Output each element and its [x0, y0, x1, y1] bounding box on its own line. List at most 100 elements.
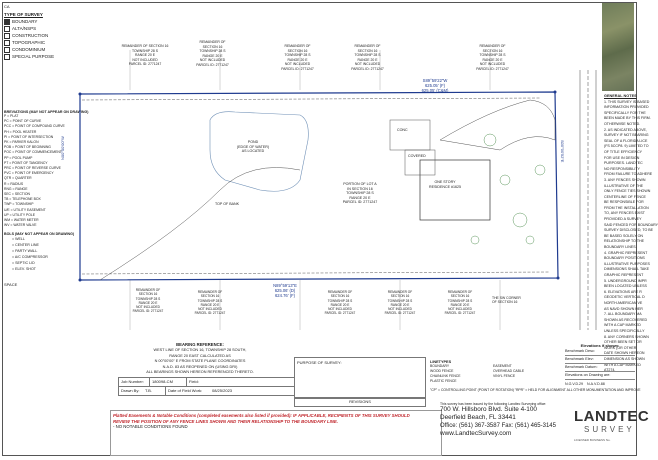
bearing-reference: BEARING REFERENCE: WEST LINE OF SECTION … [130, 342, 270, 376]
note-line: SPECIFICALLY FOR THE [604, 110, 646, 115]
abbreviation-item: PVC = POINT OF EMERGENCY [4, 171, 54, 176]
note-line: 3. ANY FENCES SHOWN [604, 177, 646, 182]
note-line: BEEN MADE BY THIS FIRM. [604, 116, 651, 121]
note-line: BE RESPONSIBLE FOR [604, 200, 644, 205]
note-line: BOUNDARY LINES. [604, 245, 637, 250]
house-label: ONE STORY RESIDENCE #1625 [429, 180, 461, 189]
linetype-item: OVERHEAD CABLE [493, 369, 525, 373]
field-label: Field: [186, 378, 294, 386]
note-line: BOUNDARY POSITIONS [604, 256, 645, 261]
abbreviations-panel: BREVIATIONS (MAY NOT APPEAR ON DRAWING) … [4, 110, 88, 228]
date-label: Date of Field Work: [165, 387, 210, 395]
note-line: OTHER BEEN SET OR [604, 340, 642, 345]
survey-type-label: CONSTRUCTION [12, 33, 49, 38]
note-line: 2. AS INDICATED ABOVE, [604, 127, 647, 132]
note-line: 1. THIS SURVEY IS BASED [604, 99, 650, 104]
note-line: DIMENSIONS SHALL TAKE [604, 267, 650, 272]
job-number-label: Job Number: [121, 379, 144, 384]
abbreviation-item: WM = WATER METER [4, 218, 39, 223]
abbreviation-item: POB = POINT OF BEGINNING [4, 145, 51, 150]
note-line: FROM FAILURE TO ADHERE [604, 172, 653, 177]
conc-label: CONC [397, 128, 408, 132]
company-logo: LANDTEC SURVEY LICENSED BUSINESS No. [574, 408, 649, 452]
survey-type-row: TOPOGRAPHIC [4, 39, 70, 46]
elevation-row: Benchmark Datum: [565, 364, 635, 372]
sw-corner-label: THE SW CORNER OF SECTION 16 [492, 296, 521, 305]
pond-outline [209, 111, 309, 192]
note-line: BE BASED SOLELY ON [604, 233, 644, 238]
linetype-heading: LINETYPES [430, 360, 452, 364]
datum-navd: N.A.V.D.88 [587, 382, 605, 386]
note-line: AT274. [604, 368, 616, 373]
revisions-label: REVISIONS [349, 399, 371, 404]
note-line: NO RESPONSIBILITY [604, 166, 640, 171]
bearing-reference-line: N 00°00'00" E FROM STATE PLANE COORDINAT… [154, 359, 246, 363]
elevation-rows: Benchmark Desc:Benchmark Elev:Benchmark … [565, 348, 635, 380]
east-line-bearing: S00°00'52"E [560, 140, 565, 163]
linetype-item: BOUNDARY [430, 364, 450, 368]
west-line-bearing: N00°00'00"W [60, 136, 65, 160]
abbreviation-item: PC = POINT OF CURVE [4, 119, 42, 124]
elevation-row: Benchmark Elev: [565, 356, 635, 364]
top-bearing: S89°59'22"W 625.05' (F) 625.05' (C&M) [421, 78, 449, 93]
survey-type-row: SPECIAL PURPOSE [4, 53, 70, 60]
note-line: OF TITLE EFFICIENCY [604, 149, 643, 154]
company-address-2: Deerfield Beach, FL 33441 [440, 414, 516, 421]
abbreviation-item: R = RADIUS [4, 181, 24, 186]
note-line: UNLESS SPECIFICALLY [604, 328, 645, 333]
neighbor-lines [129, 50, 501, 330]
elevation-row: Benchmark Desc: [565, 348, 635, 356]
date-value: 08/25/2023 [212, 388, 233, 393]
abbreviation-item: PI = POINT OF INTERSECTION [4, 134, 54, 139]
abbreviation-item: WV = WATER VALVE [4, 223, 37, 228]
top-of-bank-line [99, 167, 301, 281]
datum-options: N.G.V.D.29 N.A.V.D.88 [565, 382, 635, 386]
fence-line-bottom [81, 271, 551, 275]
neighbor-label-5: REMAINDER OF SECTION 16 TOWNSHIP 28 S RA… [476, 44, 509, 71]
general-notes-heading: GENERAL NOTES [604, 94, 637, 98]
note-line: WITH A CAP MARKED [604, 323, 641, 328]
easements-title: Platted Easements & Notable Conditions (… [113, 413, 410, 418]
checkbox-icon [4, 46, 10, 53]
abbreviation-item: POC = POINT OF COMMENCEMENT [4, 150, 62, 155]
driveway [439, 99, 556, 151]
company-website[interactable]: www.LandtecSurvey.com [440, 430, 512, 437]
symbol-item: = WELL [12, 237, 25, 241]
aerial-thumbnail [602, 3, 634, 91]
pond-label: POND (EDGE OF WATER) AS LOCATED [236, 140, 270, 153]
drawn-by: T.B. [145, 388, 152, 393]
bearing-reference-line: WEST LINE OF SECTION 16, TOWNSHIP 28 SOU… [153, 348, 247, 352]
neighbor-label-4: REMAINDER OF SECTION 16 TOWNSHIP 28 S RA… [351, 44, 384, 71]
note-line: WITH A CAP MARKED [604, 362, 641, 367]
note-line: SURVEY DISCLOSED, TO BE [604, 228, 654, 233]
symbol-item: = ELEV. SHOT [12, 267, 36, 271]
abbreviation-item: U/E = UTILITY EASEMENT [4, 207, 46, 212]
bottom-bearing: N89°59'13"E 625.06' (D) 624.76' (F) [273, 283, 297, 298]
note-line: INFORMATION PROVIDED [604, 105, 649, 110]
abbreviation-item: TB = TELEPHONE BOX [4, 197, 41, 202]
bearing-reference-line: ALL BEARINGS SHOWN HEREON REFERENCED THE… [146, 370, 254, 374]
easements-line3: - NO NOTABLE CONDITIONS FOUND [113, 424, 188, 429]
neighbor-label-1: REMAINDER OF SECTION 16 TOWNSHIP 28 S RA… [121, 44, 169, 66]
datum-ngvd: N.G.V.D.29 [565, 382, 584, 386]
bearing-reference-lines: WEST LINE OF SECTION 16, TOWNSHIP 28 SOU… [130, 348, 270, 376]
note-line: FOR USE IN DESIGN [604, 155, 640, 160]
tree-symbols [470, 133, 546, 245]
note-line: ILLUSTRATIVE PURPOSES [604, 261, 650, 266]
note-line: DATE SHOWN HEREON [604, 351, 645, 356]
purpose-block: PURPOSE OF SURVEY: [294, 357, 426, 399]
checkbox-icon [4, 25, 10, 32]
abbreviation-item: QTR = QUARTER [4, 176, 32, 181]
note-line: ILLUSTRATIVE OF THE [604, 183, 644, 188]
linetype-item: CHAINLINK FENCE [430, 374, 461, 378]
road-lines [579, 70, 597, 330]
survey-type-heading: TYPE OF SURVEY [4, 12, 43, 17]
monument-markers [78, 90, 560, 282]
abbreviation-item: PP = POOL PUMP [4, 155, 33, 160]
survey-type-label: SPECIAL PURPOSE [12, 54, 55, 59]
bottom-neighbor-4: REMAINDER OF SECTION 16 TOWNSHIP 28 S RA… [384, 290, 416, 316]
